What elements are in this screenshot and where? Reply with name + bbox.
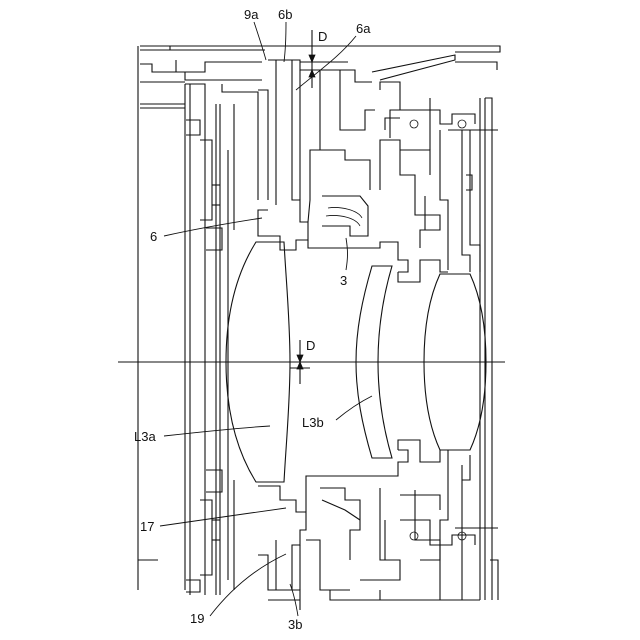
barrel-3-bottom	[306, 450, 440, 600]
label-19: 19	[190, 611, 204, 626]
label-9a: 9a	[244, 7, 259, 22]
label-17: 17	[140, 519, 154, 534]
label-6b: 6b	[278, 7, 292, 22]
right-housing-top	[385, 98, 498, 600]
lens-spacer	[398, 260, 448, 462]
leader-6b	[284, 22, 286, 62]
label-L3b: L3b	[302, 415, 324, 430]
leader-6	[164, 218, 262, 236]
screw-marks	[410, 120, 466, 540]
lens-holder-6	[258, 60, 312, 250]
leader-L3a	[164, 426, 270, 436]
label-L3a: L3a	[134, 429, 156, 444]
right-housing-bottom	[350, 450, 498, 600]
leader-6a	[296, 36, 356, 90]
outer-frame	[138, 46, 268, 595]
leader-3	[346, 238, 348, 270]
label-3b: 3b	[288, 617, 302, 632]
label-D-top: D	[318, 29, 327, 44]
leader-19	[210, 554, 286, 616]
label-D-mid: D	[306, 338, 315, 353]
lens-holder-bottom	[258, 486, 306, 610]
leader-17	[160, 508, 286, 526]
leader-9a	[254, 22, 266, 60]
label-3: 3	[340, 273, 347, 288]
left-retainer-bottom	[186, 470, 222, 592]
label-6: 6	[150, 229, 157, 244]
leader-L3b	[336, 396, 372, 420]
label-6a: 6a	[356, 21, 371, 36]
barrel-3	[308, 70, 440, 272]
